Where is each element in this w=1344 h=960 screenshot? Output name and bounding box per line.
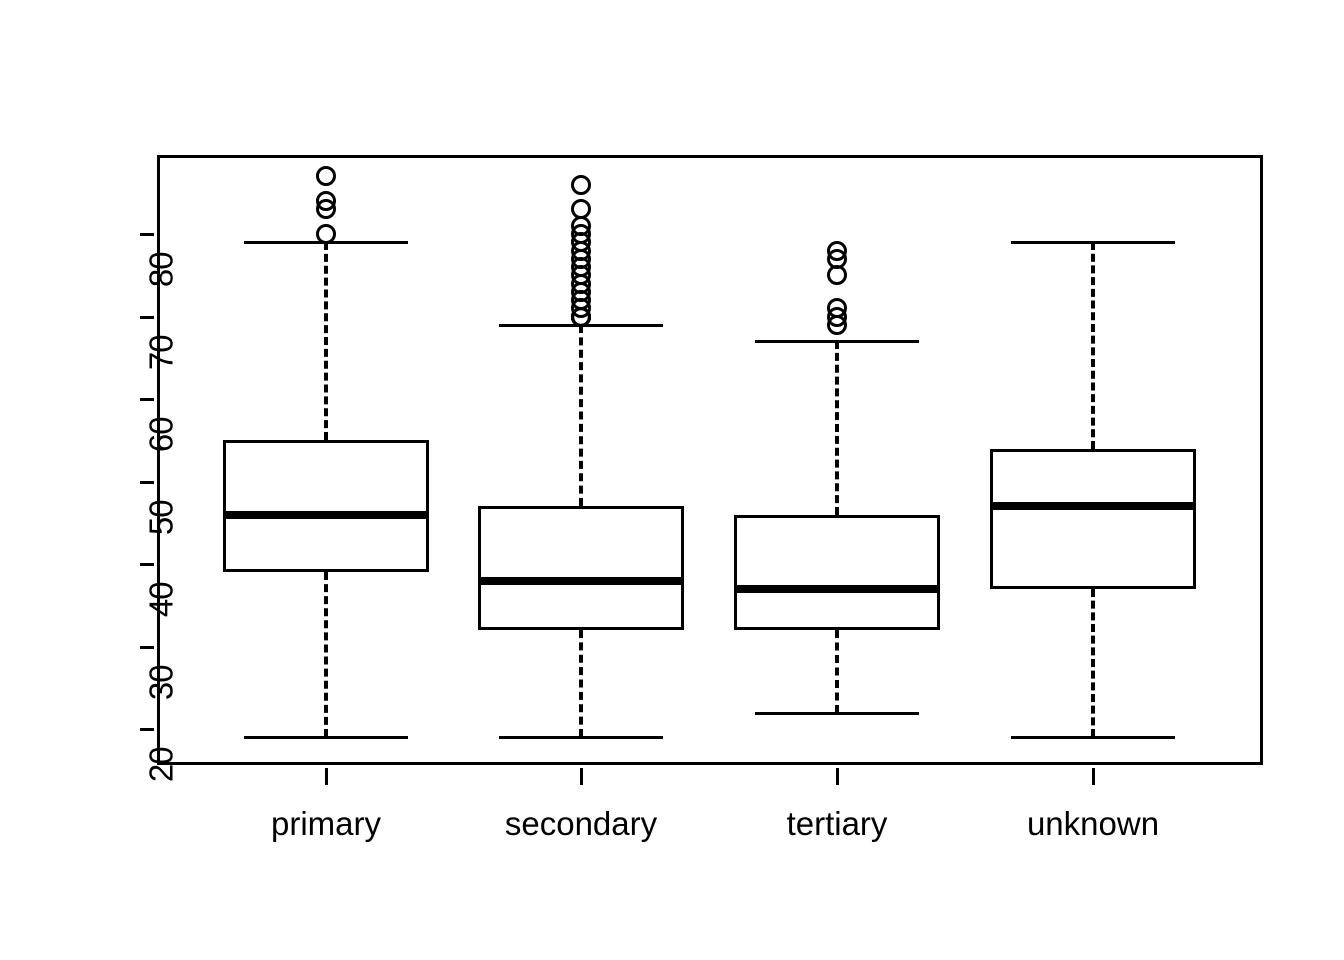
x-tick-label-unknown: unknown <box>1026 805 1160 842</box>
x-tick-unknown <box>1092 768 1095 785</box>
x-tick-primary <box>325 768 328 785</box>
y-tick-label-40: 40 <box>142 582 180 618</box>
y-tick-label-50: 50 <box>142 499 180 535</box>
y-tick-label-80: 80 <box>142 252 180 288</box>
y-tick-60 <box>140 398 154 401</box>
plot-frame <box>157 155 1263 765</box>
y-tick-label-20: 20 <box>142 747 180 783</box>
x-tick-secondary <box>580 768 583 785</box>
y-tick-30 <box>140 645 154 649</box>
y-tick-20 <box>140 728 154 731</box>
y-tick-40 <box>140 563 154 566</box>
x-tick-label-secondary: secondary <box>504 805 658 842</box>
y-tick-label-70: 70 <box>142 334 180 370</box>
y-tick-label-30: 30 <box>142 664 180 700</box>
y-tick-80 <box>140 233 154 236</box>
x-tick-label-primary: primary <box>270 805 382 842</box>
y-tick-50 <box>140 480 154 484</box>
y-tick-70 <box>140 315 154 319</box>
x-tick-label-tertiary: tertiary <box>786 805 888 842</box>
x-tick-tertiary <box>836 768 839 785</box>
y-tick-label-60: 60 <box>142 417 180 453</box>
